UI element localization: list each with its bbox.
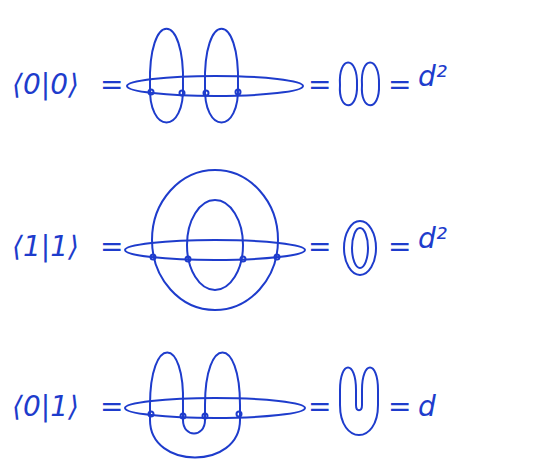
result-loops — [340, 63, 379, 106]
equals-sign: = — [388, 230, 411, 264]
equals-sign: = — [308, 68, 331, 102]
equals-sign: = — [308, 390, 331, 424]
joined-loops-figure — [125, 353, 305, 458]
nested-loops-figure — [125, 170, 305, 310]
equals-sign: = — [100, 68, 123, 102]
equals-sign: = — [388, 68, 411, 102]
result-value: d² — [418, 60, 447, 94]
result-value: d — [418, 390, 436, 424]
result-u-loop — [340, 368, 378, 436]
result-loop — [344, 221, 376, 275]
bra-ket-label: ⟨0|0⟩ — [12, 68, 79, 102]
result-value: d² — [418, 222, 447, 256]
equals-sign: = — [388, 390, 411, 424]
equals-sign: = — [308, 230, 331, 264]
bra-ket-label: ⟨1|1⟩ — [12, 230, 79, 264]
equals-sign: = — [100, 230, 123, 264]
equals-sign: = — [100, 390, 123, 424]
bra-ket-label: ⟨0|1⟩ — [12, 390, 79, 424]
two-loops-figure — [127, 29, 303, 123]
